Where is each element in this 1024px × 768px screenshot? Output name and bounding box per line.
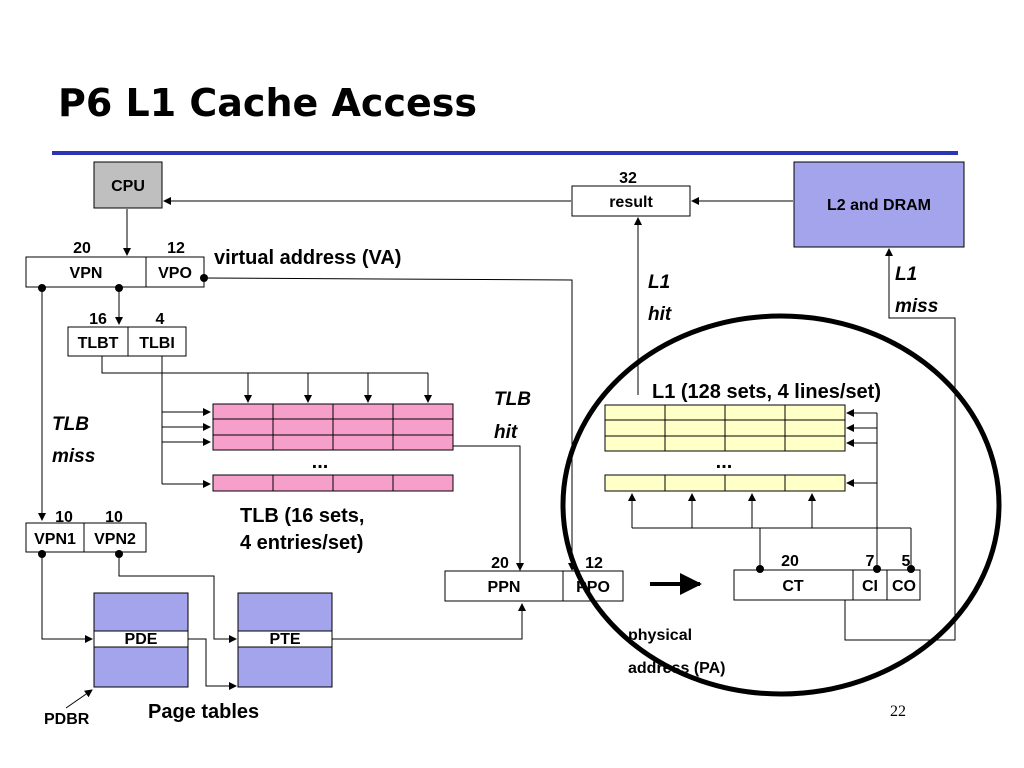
l2-dram-label: L2 and DRAM — [827, 197, 931, 214]
tlb-tag-index-register: TLBT TLBI — [67, 326, 187, 357]
cache-address-fields: CT CI CO — [733, 569, 921, 601]
vpn1-field: VPN1 — [34, 531, 76, 548]
vpn-field: VPN — [70, 265, 103, 282]
physical-address-register: PPN PPO — [444, 570, 624, 602]
l1-caption: L1 (128 sets, 4 lines/set) — [652, 381, 881, 403]
page-tables-label: Page tables — [148, 701, 259, 723]
ppn-bits: 20 — [491, 555, 509, 572]
pte-to-ppn-wire — [332, 603, 526, 640]
pte-label: PTE — [269, 631, 300, 648]
vpn2-field: VPN2 — [94, 531, 136, 548]
vpn2-to-pte-wire — [118, 554, 237, 643]
tlbi-bits: 4 — [156, 311, 165, 328]
tlb-caption-line1: TLB (16 sets, — [240, 505, 364, 527]
tlbi-field: TLBI — [139, 335, 175, 352]
tlb-hit-to-ppn-wire — [453, 445, 524, 571]
cpu-box: CPU — [93, 161, 163, 209]
va-label: virtual address (VA) — [214, 247, 401, 269]
tlb-caption-line2: 4 entries/set) — [240, 532, 363, 554]
tlb-hit-label-1: TLB — [494, 389, 531, 410]
ppo-bits: 12 — [585, 555, 603, 572]
l1-highlight-ellipse — [560, 313, 1002, 697]
vpo-junction-dot — [200, 274, 208, 282]
tlbt-field: TLBT — [78, 335, 119, 352]
tlb-ellipsis: ... — [312, 451, 329, 473]
l2-dram-box: L2 and DRAM — [793, 161, 965, 248]
vpo-bits: 12 — [167, 240, 185, 257]
ct-bus — [632, 527, 761, 569]
pde-page-table: PDE — [93, 592, 189, 688]
tlbt-bus — [101, 356, 428, 374]
pdbr-label: PDBR — [44, 711, 90, 728]
result-bits: 32 — [619, 170, 637, 187]
l1-ellipsis: ... — [716, 451, 733, 473]
pde-label: PDE — [125, 631, 158, 648]
page-number: 22 — [890, 703, 906, 720]
co-field: CO — [892, 578, 916, 595]
l1-cache-array — [604, 404, 846, 492]
l1-miss-to-l2-wire — [844, 248, 956, 641]
ci-bits: 7 — [866, 553, 875, 570]
cpu-label: CPU — [111, 178, 145, 195]
ct-bits: 20 — [781, 553, 799, 570]
co-bits: 5 — [902, 553, 911, 570]
vpo-field: VPO — [158, 265, 192, 282]
tlb-hit-label-2: hit — [494, 422, 518, 443]
l1-miss-label-1: L1 — [895, 264, 917, 285]
tlb-miss-label-1: TLB — [52, 414, 89, 435]
pte-page-table: PTE — [237, 592, 333, 688]
tlb-miss-label-2: miss — [52, 446, 95, 467]
vpn1-vpn2-register: VPN1 VPN2 — [25, 522, 147, 553]
co-junction-dot — [907, 565, 915, 573]
l1-miss-label-2: miss — [895, 296, 938, 317]
ppn-field: PPN — [488, 579, 521, 596]
ct-field: CT — [782, 578, 804, 595]
virtual-address-register: VPN VPO — [25, 256, 205, 288]
vpn1-bits: 10 — [55, 509, 73, 526]
l1-hit-label-1: L1 — [648, 272, 670, 293]
pa-label-line1: physical — [628, 627, 692, 644]
pdbr-arrow — [65, 689, 93, 709]
tlb-array — [212, 403, 454, 492]
vpn1-to-pde-wire — [41, 554, 93, 643]
vpo-to-ppo-wire — [203, 277, 576, 571]
tlbt-bits: 16 — [89, 311, 107, 328]
pde-to-pte-wire — [188, 638, 237, 690]
vpn-bits: 20 — [73, 240, 91, 257]
ci-field: CI — [862, 578, 878, 595]
l1-hit-label-2: hit — [648, 304, 672, 325]
result-label: result — [609, 194, 653, 211]
page-title: P6 L1 Cache Access — [58, 81, 477, 125]
vpn2-bits: 10 — [105, 509, 123, 526]
result-box: result — [571, 185, 691, 217]
